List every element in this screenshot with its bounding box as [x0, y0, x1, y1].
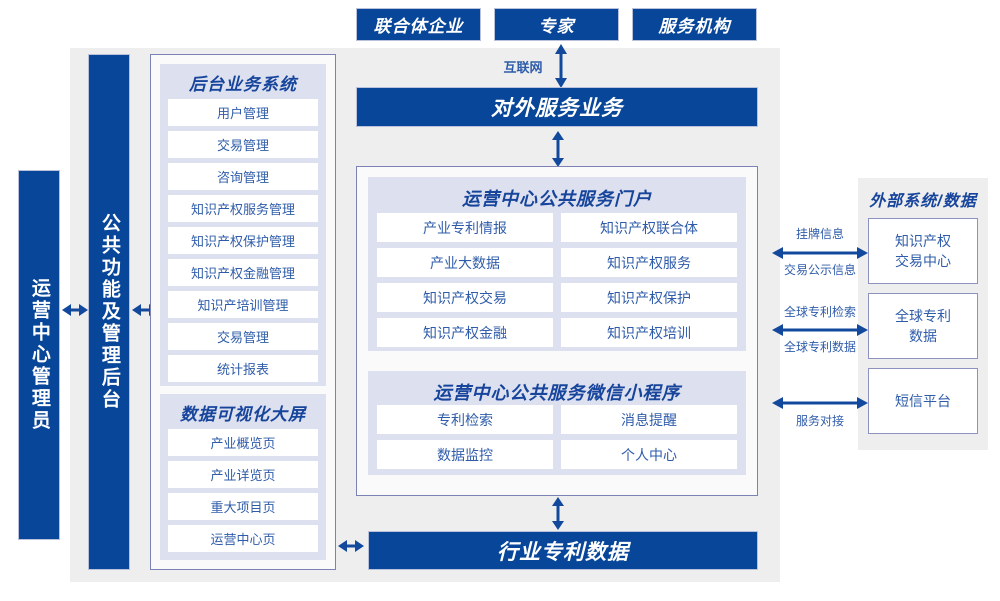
- visualization-item-1[interactable]: 产业详览页: [168, 461, 318, 488]
- miniprogram-item-right-1[interactable]: 个人中心: [561, 440, 737, 469]
- miniprogram-item-right-0[interactable]: 消息提醒: [561, 405, 737, 434]
- backend-item-6[interactable]: 知识产培训管理: [168, 291, 318, 318]
- external-box-line2: 数据: [909, 328, 937, 344]
- external-connector-1-label-below: 全球专利数据: [783, 340, 856, 354]
- portal-item-left-0[interactable]: 产业专利情报: [377, 213, 553, 242]
- backend-item-1[interactable]: 交易管理: [168, 131, 318, 158]
- portal-item-right-3[interactable]: 知识产权培训: [561, 318, 737, 347]
- external-box-sms-platform[interactable]: 短信平台: [868, 368, 978, 434]
- backend-item-3[interactable]: 知识产权服务管理: [168, 195, 318, 222]
- external-connector-1-arrow-icon: [772, 324, 868, 336]
- miniprogram-title: 运营中心公共服务微信小程序: [433, 383, 681, 403]
- external-connector-1-label-above: 全球专利检索: [783, 305, 856, 319]
- backend-item-4[interactable]: 知识产权保护管理: [168, 227, 318, 254]
- actor-box-expert[interactable]: 专家: [494, 8, 619, 41]
- industry-patent-data-bar[interactable]: 行业专利数据: [368, 531, 758, 570]
- backend-item-8[interactable]: 统计报表: [168, 355, 318, 382]
- portal-title: 运营中心公共服务门户: [462, 189, 652, 209]
- visualization-item-3[interactable]: 运营中心页: [168, 525, 318, 552]
- panel-to-industry-arrow-icon: [338, 540, 364, 552]
- external-box-line1: 全球专利: [895, 307, 951, 324]
- miniprogram-item-left-1[interactable]: 数据监控: [377, 440, 553, 469]
- external-systems-title: 外部系统/数据: [869, 193, 977, 210]
- external-connector-2-arrow-icon: [772, 397, 868, 409]
- external-connector-0-arrow-icon: [772, 247, 868, 259]
- portal-to-industry-arrow-icon: [552, 497, 564, 530]
- backend-item-2[interactable]: 咨询管理: [168, 163, 318, 190]
- visualization-item-0[interactable]: 产业概览页: [168, 429, 318, 456]
- internet-arrow-icon: [555, 44, 567, 88]
- miniprogram-item-left-0[interactable]: 专利检索: [377, 405, 553, 434]
- internet-label: 互联网: [503, 60, 543, 75]
- backend-item-7[interactable]: 交易管理: [168, 323, 318, 350]
- external-service-bar[interactable]: 对外服务业务: [356, 87, 758, 127]
- portal-item-right-0[interactable]: 知识产权联合体: [561, 213, 737, 242]
- external-connector-2-label-below: 服务对接: [795, 414, 844, 428]
- external-box-line1: 知识产权: [895, 232, 951, 249]
- portal-item-left-1[interactable]: 产业大数据: [377, 248, 553, 277]
- backend-item-0[interactable]: 用户管理: [168, 99, 318, 126]
- common-backend-bar[interactable]: 公共功能及管理后台: [88, 54, 130, 570]
- portal-item-left-3[interactable]: 知识产权金融: [377, 318, 553, 347]
- external-box-ip-trading-center[interactable]: 知识产权 交易中心: [868, 218, 978, 284]
- external-connector-0-label-above: 挂牌信息: [795, 227, 844, 241]
- portal-item-right-2[interactable]: 知识产权保护: [561, 283, 737, 312]
- visualization-item-2[interactable]: 重大项目页: [168, 493, 318, 520]
- external-box-line1: 短信平台: [895, 392, 951, 409]
- actor-box-service-agency[interactable]: 服务机构: [632, 8, 757, 41]
- backend-item-5[interactable]: 知识产权金融管理: [168, 259, 318, 286]
- external-box-global-patent-data[interactable]: 全球专利 数据: [868, 293, 978, 359]
- operator-bar[interactable]: 运营中心管理员: [18, 170, 60, 540]
- portal-item-right-1[interactable]: 知识产权服务: [561, 248, 737, 277]
- service-to-portal-arrow-icon: [552, 131, 564, 167]
- operator-to-backend-arrow-icon: [62, 304, 88, 316]
- external-box-line2: 交易中心: [895, 253, 951, 269]
- actor-box-consortium[interactable]: 联合体企业: [356, 8, 481, 41]
- visualization-title: 数据可视化大屏: [180, 405, 306, 424]
- portal-item-left-2[interactable]: 知识产权交易: [377, 283, 553, 312]
- external-connector-0-label-below: 交易公示信息: [783, 263, 856, 277]
- backend-system-title: 后台业务系统: [189, 75, 297, 94]
